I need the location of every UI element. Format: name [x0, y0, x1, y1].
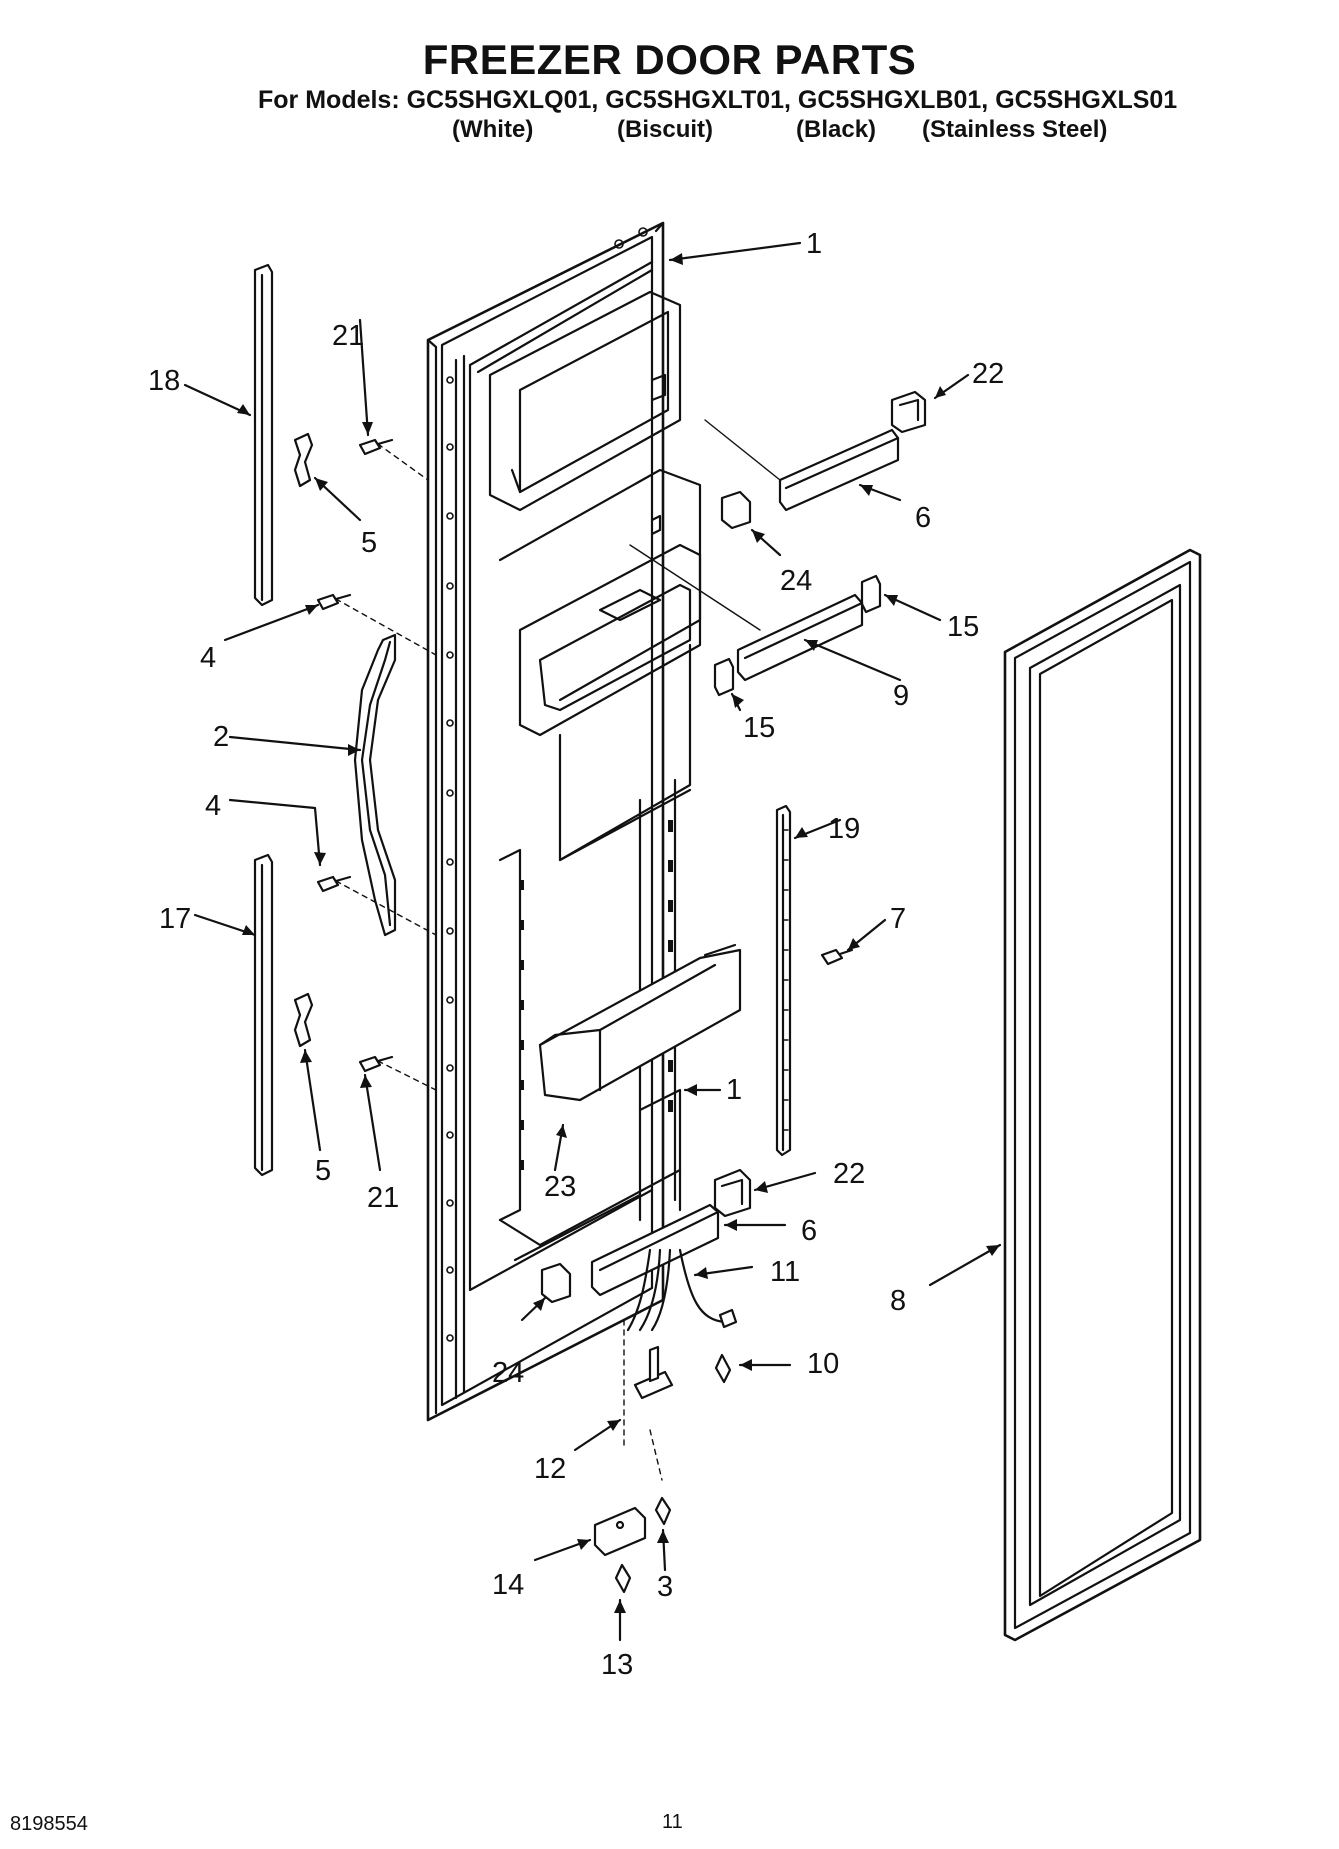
callout-15-left: 15 — [743, 712, 775, 744]
callout-18: 18 — [148, 365, 180, 397]
models-line: For Models: GC5SHGXLQ01, GC5SHGXLT01, GC… — [258, 86, 1178, 114]
trim-strip-17 — [253, 853, 274, 1177]
page-title: FREEZER DOOR PARTS — [422, 36, 917, 83]
callout-24-top: 24 — [780, 565, 812, 597]
callout-21-top: 21 — [332, 320, 364, 352]
callout-6-top: 6 — [915, 502, 931, 534]
callout-24-bottom: 24 — [492, 1357, 524, 1389]
callout-8: 8 — [890, 1285, 906, 1317]
end-cap-22-upper — [890, 390, 927, 434]
rail-6-upper — [778, 428, 900, 512]
callout-1-bottom: 1 — [726, 1074, 742, 1106]
door-handle — [353, 633, 397, 937]
callout-21-bottom: 21 — [367, 1182, 399, 1214]
callout-14: 14 — [492, 1569, 524, 1601]
rail-6-lower — [590, 1203, 720, 1297]
callout-labels: 1 21 18 22 5 6 24 4 15 9 2 15 4 19 17 7 … — [148, 228, 1004, 1681]
variant-white: (White) — [452, 116, 534, 143]
callout-9: 9 — [893, 680, 909, 712]
callout-17: 17 — [159, 903, 191, 935]
variant-stainless-steel: (Stainless Steel) — [922, 116, 1108, 143]
callout-5-top: 5 — [361, 527, 377, 559]
callout-5-bottom: 5 — [315, 1155, 331, 1187]
end-cap-22-lower — [713, 1168, 752, 1218]
end-cap-15-lower — [713, 657, 735, 697]
door-bin — [538, 943, 742, 1102]
callout-11: 11 — [770, 1256, 800, 1288]
wire-harness — [626, 1248, 738, 1332]
end-cap-24-lower — [540, 1262, 572, 1304]
clip-5-lower — [293, 992, 314, 1048]
callout-22-bottom: 22 — [833, 1158, 865, 1190]
callout-19: 19 — [828, 813, 860, 845]
document-number: 8198554 — [10, 1813, 88, 1835]
screws — [316, 438, 854, 1594]
hinge-block — [593, 1506, 647, 1557]
callout-4-top: 4 — [200, 642, 216, 674]
callout-10: 10 — [807, 1348, 839, 1380]
variant-black: (Black) — [796, 116, 877, 143]
callout-4-bottom: 4 — [205, 790, 221, 822]
door-panel — [426, 221, 702, 1422]
page-number: 11 — [662, 1811, 683, 1833]
callout-3: 3 — [657, 1571, 673, 1603]
clip-5-upper — [293, 432, 314, 488]
hinge-pin — [633, 1345, 674, 1400]
callout-13: 13 — [601, 1649, 633, 1681]
callout-12: 12 — [534, 1453, 566, 1485]
callout-arrowheads — [237, 253, 1000, 1613]
callout-2: 2 — [213, 721, 229, 753]
callout-22-top: 22 — [972, 358, 1004, 390]
callout-23: 23 — [544, 1171, 576, 1203]
callout-15-right: 15 — [947, 611, 979, 643]
callout-6-bottom: 6 — [801, 1215, 817, 1247]
end-cap-24-upper — [720, 490, 752, 530]
trim-strip-18 — [253, 263, 274, 607]
callout-1-top: 1 — [806, 228, 822, 260]
trim-strip-19 — [775, 804, 792, 1157]
end-cap-15-upper — [860, 574, 882, 614]
door-gasket — [1003, 548, 1202, 1642]
callout-7: 7 — [890, 903, 906, 935]
variant-biscuit: (Biscuit) — [617, 116, 713, 143]
rail-9 — [736, 593, 864, 682]
